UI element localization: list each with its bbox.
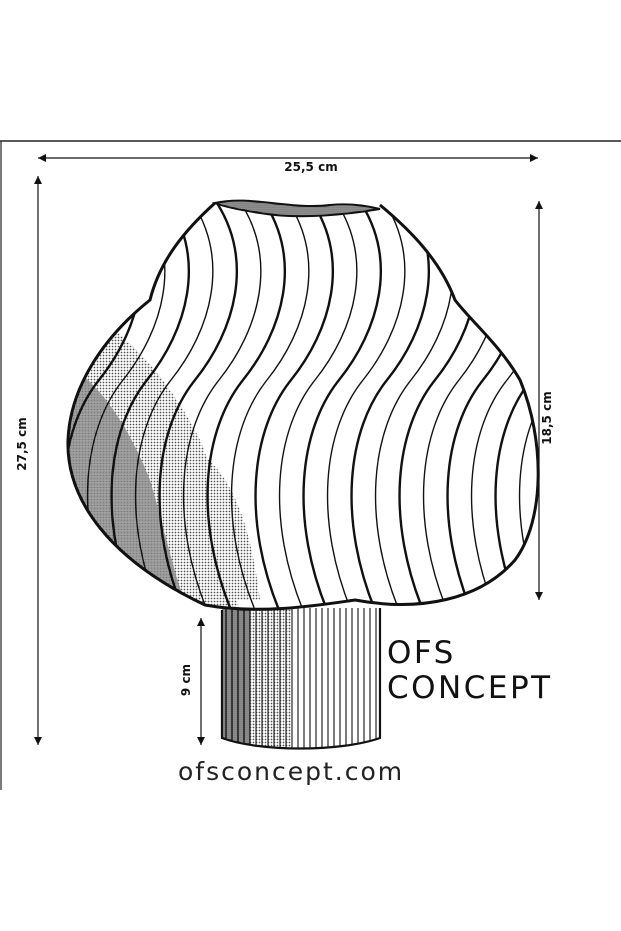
brand-logo: OFS CONCEPT xyxy=(387,636,553,706)
brand-line-1: OFS xyxy=(387,635,456,671)
swirl-rib xyxy=(544,200,621,615)
vase-body-outline xyxy=(66,201,540,611)
total-height-label: 27,5 cm xyxy=(15,417,29,470)
base-height-label: 9 cm xyxy=(179,664,193,696)
website-text: ofsconcept.com xyxy=(178,757,405,786)
vase-base xyxy=(222,608,380,749)
swirl-rib xyxy=(470,203,539,610)
swirl-rib xyxy=(302,203,382,610)
swirl-rib xyxy=(278,203,358,610)
vase-base-outline xyxy=(220,608,382,750)
swirl-rib xyxy=(134,203,214,610)
swirl-rib xyxy=(230,203,310,610)
swirl-rib xyxy=(110,203,190,610)
brand-line-2: CONCEPT xyxy=(387,670,553,706)
base-height-dimension xyxy=(197,618,205,745)
width-dimension xyxy=(38,154,538,162)
swirl-rib xyxy=(518,203,539,610)
swirl-rib xyxy=(182,203,262,610)
swirl-rib xyxy=(568,200,621,615)
swirl-rib xyxy=(350,203,430,610)
width-label: 25,5 cm xyxy=(284,160,337,174)
body-height-label: 18,5 cm xyxy=(540,391,554,444)
swirl-rib xyxy=(254,203,334,610)
swirl-rib xyxy=(326,203,406,610)
vase-rim xyxy=(211,199,381,218)
swirl-rib xyxy=(158,203,238,610)
swirl-rib xyxy=(206,203,286,610)
total-height-dimension xyxy=(34,176,42,745)
body-height-dimension xyxy=(535,201,543,600)
